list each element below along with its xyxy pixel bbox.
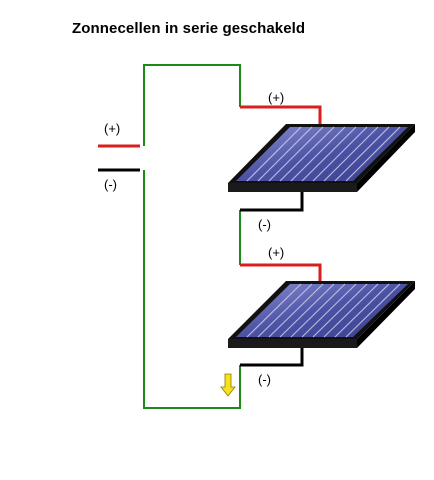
panel-1-minus-label: (-): [258, 217, 271, 232]
panel-1-negative-lead: [240, 192, 304, 212]
battery-minus-label: (-): [104, 177, 117, 192]
battery-plus-label: (+): [104, 121, 120, 136]
circuit-wire: [143, 64, 241, 409]
solar-panel-1: (+) (-): [228, 90, 415, 232]
panel-2-minus-label: (-): [258, 372, 271, 387]
battery-symbol: (+) (-): [98, 121, 140, 192]
solar-panel-2: (+) (-): [228, 245, 415, 387]
panel-1-positive-lead: [240, 105, 322, 124]
panel-2-negative-lead: [240, 348, 304, 367]
diagram-title: Zonnecellen in serie geschakeld: [72, 20, 306, 37]
panel-2-positive-lead: [240, 263, 322, 281]
panel-1-plus-label: (+): [268, 90, 284, 105]
panel-2-plus-label: (+): [268, 245, 284, 260]
arrow-down-icon: [220, 373, 236, 397]
